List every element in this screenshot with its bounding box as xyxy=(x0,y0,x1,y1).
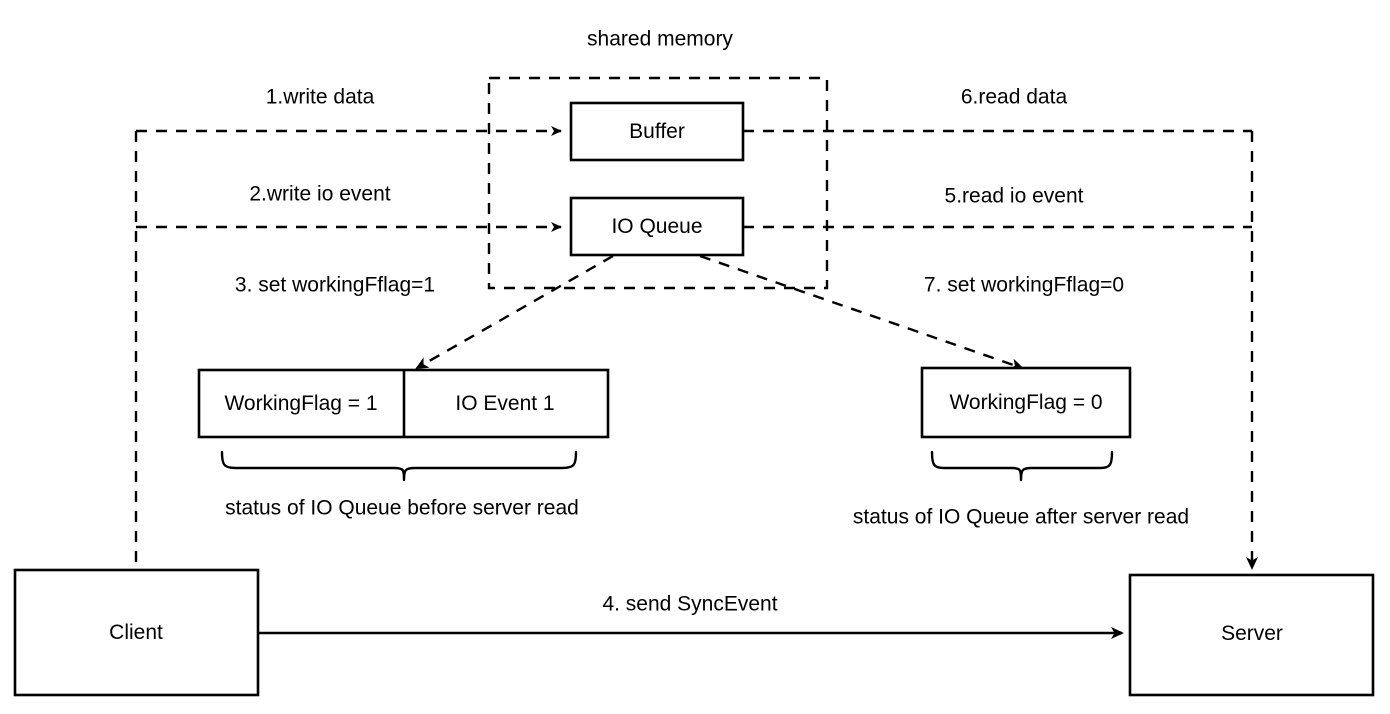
edge-label-step7: 7. set workingFflag=0 xyxy=(923,273,1125,297)
io-event-1-label: IO Event 1 xyxy=(455,392,555,415)
edge-label-step4: 4. send SyncEvent xyxy=(602,592,778,616)
buffer-box xyxy=(569,101,745,162)
workingflag-1-label: WorkingFlag = 1 xyxy=(224,392,378,415)
edge-label-step1: 1.write data xyxy=(265,85,375,109)
brace-right xyxy=(930,450,1114,482)
shared-memory-title: shared memory xyxy=(587,27,733,51)
buffer-label: Buffer xyxy=(629,120,685,143)
io-queue-box xyxy=(569,196,745,257)
shared-memory-boundary xyxy=(487,76,829,290)
edge-label-step6: 6.read data xyxy=(960,85,1068,109)
client-label: Client xyxy=(109,621,163,644)
edge-label-step3: 3. set workingFflag=1 xyxy=(234,273,436,297)
brace-left xyxy=(220,450,578,482)
workingflag-0-label: WorkingFlag = 0 xyxy=(949,391,1103,414)
workingflag-0-box xyxy=(920,366,1132,439)
client-box xyxy=(13,568,260,697)
brace-left-label: status of IO Queue before server read xyxy=(225,496,579,520)
edge-label-step2: 2.write io event xyxy=(249,182,391,206)
edge-io-queue-to-workingflag0 xyxy=(699,254,1024,371)
io-queue-label: IO Queue xyxy=(611,215,703,238)
brace-right-label: status of IO Queue after server read xyxy=(852,505,1190,529)
edge-io-queue-to-workingflag1 xyxy=(415,254,614,370)
server-label: Server xyxy=(1221,622,1283,645)
server-box xyxy=(1128,573,1375,697)
edge-label-step5: 5.read io event xyxy=(944,184,1084,208)
